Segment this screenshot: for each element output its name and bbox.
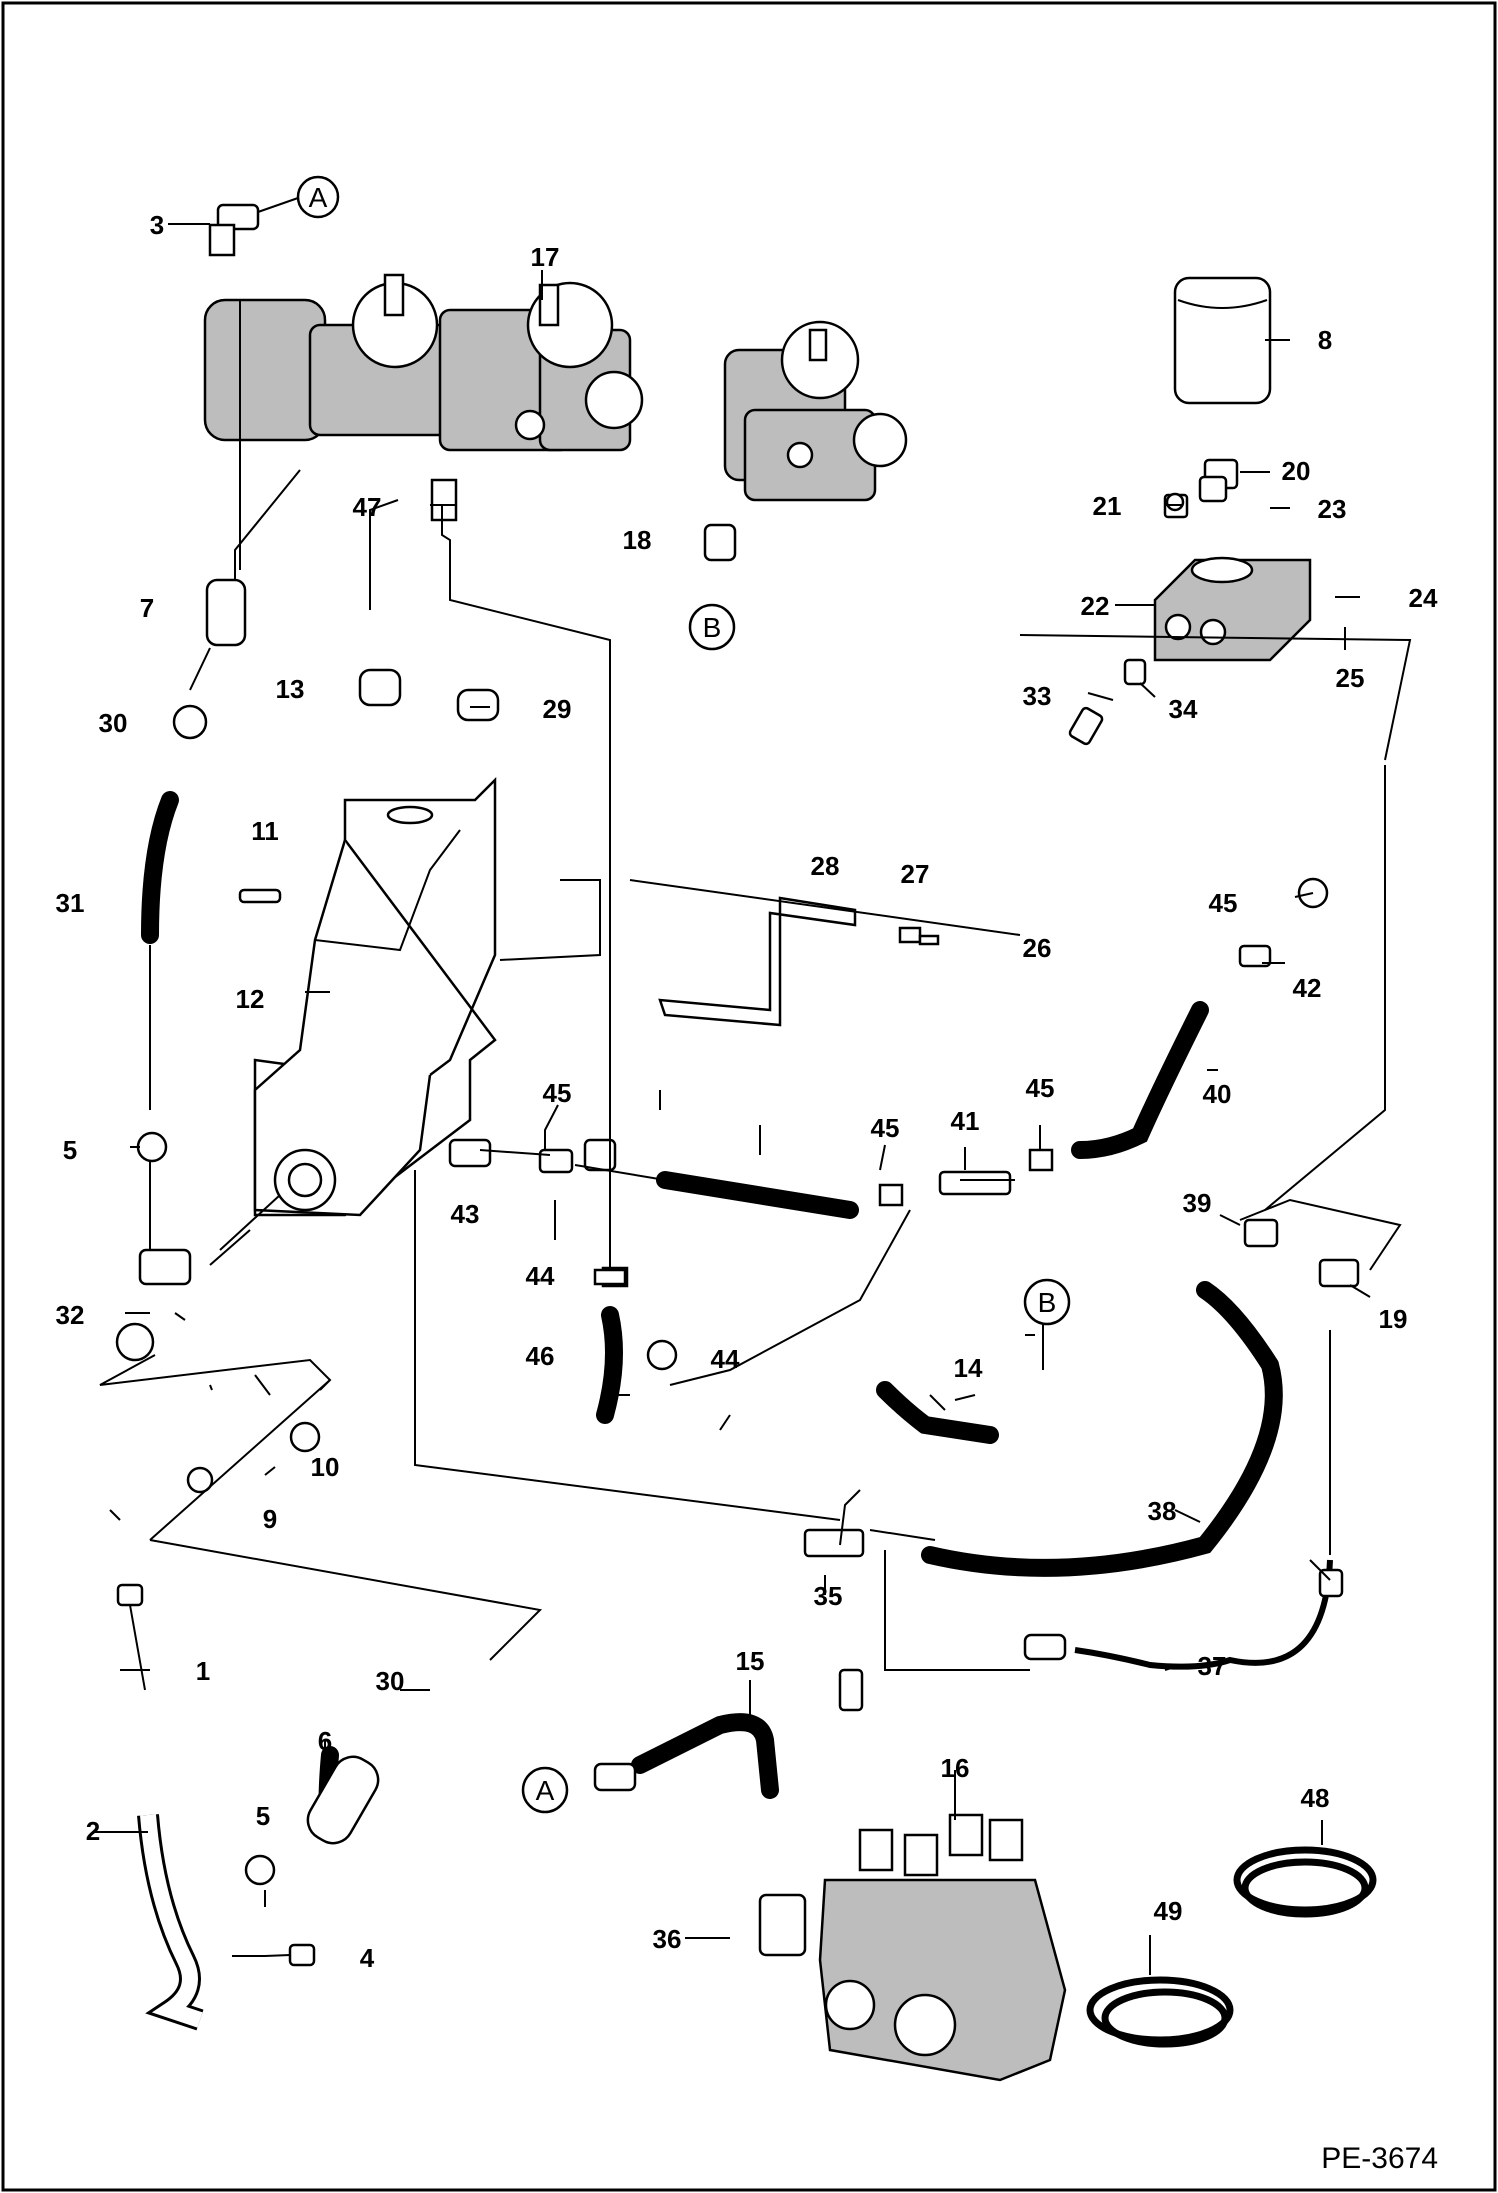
part-label-45a: 45 [543,1078,572,1108]
fittings [115,203,1360,1967]
part-label-33: 33 [1023,681,1052,711]
ref-a-valve-text: A [536,1775,555,1806]
part-label-44b: 44 [711,1344,740,1374]
part-label-6: 6 [318,1726,332,1756]
part-label-45c: 45 [1026,1073,1055,1103]
coiled-hoses [1086,1846,1377,2048]
part-label-27: 27 [901,859,930,889]
part-label-24: 24 [1409,583,1438,613]
part-label-8: 8 [1318,325,1332,355]
part-label-45b: 45 [871,1113,900,1143]
drawing-code: PE-3674 [1321,2142,1438,2175]
part-label-34: 34 [1169,694,1198,724]
part-label-49: 49 [1154,1896,1183,1926]
part-label-13: 13 [276,674,305,704]
part-label-9: 9 [263,1504,277,1534]
tandem-pump [203,273,644,452]
part-label-5b: 5 [256,1801,270,1831]
part-label-18: 18 [623,525,652,555]
part-label-30a: 30 [99,708,128,738]
part-label-17: 17 [531,242,560,272]
bracket [658,896,857,1027]
part-label-10: 10 [311,1452,340,1482]
ref-b-hose-text: B [1038,1287,1057,1318]
ref-a-top-text: A [309,182,328,213]
part-label-42: 42 [1293,973,1322,1003]
ref-b-pump-text: B [703,612,722,643]
part-label-3: 3 [150,210,164,240]
part-label-36: 36 [653,1924,682,1954]
part-label-38: 38 [1148,1496,1177,1526]
part-label-20: 20 [1282,456,1311,486]
ref-circle-b-pump: B [688,603,736,651]
part-label-7: 7 [140,593,154,623]
part-label-28: 28 [811,851,840,881]
part-labels: 1 2 3 4 5 5 6 7 8 9 10 11 12 13 14 15 16… [56,210,1438,1973]
part-label-22: 22 [1081,591,1110,621]
part-label-23: 23 [1318,494,1347,524]
part-label-31: 31 [56,888,85,918]
ref-circle-a-valve: A [521,1766,569,1814]
part-label-12: 12 [236,984,265,1014]
hydraulic-tank [253,776,497,1217]
control-valve [758,1813,1067,2082]
part-label-41: 41 [951,1106,980,1136]
reference-markers: A B A B [296,175,1071,1814]
hoses [141,791,1333,1844]
part-label-30b: 30 [376,1666,405,1696]
ref-circle-b-hose: B [1023,1278,1071,1326]
part-label-46: 46 [526,1341,555,1371]
part-label-29: 29 [543,694,572,724]
filter-assembly [1153,276,1312,662]
part-label-39: 39 [1183,1188,1212,1218]
part-label-16: 16 [941,1753,970,1783]
leader-lines [95,197,1412,1975]
part-label-44a: 44 [526,1261,555,1291]
ref-circle-a-top: A [296,175,340,219]
part-label-26: 26 [1023,933,1052,963]
part-label-32: 32 [56,1300,85,1330]
part-label-5a: 5 [63,1135,77,1165]
part-label-21: 21 [1093,491,1122,521]
part-label-4: 4 [360,1943,375,1973]
part-label-2: 2 [86,1816,100,1846]
part-label-35: 35 [814,1581,843,1611]
part-label-1: 1 [196,1656,210,1686]
part-label-47: 47 [353,492,382,522]
part-label-15: 15 [736,1646,765,1676]
part-label-43: 43 [451,1199,480,1229]
part-label-14: 14 [954,1353,983,1383]
part-label-40: 40 [1203,1079,1232,1109]
part-label-25: 25 [1336,663,1365,693]
part-label-37: 37 [1198,1651,1227,1681]
part-label-11: 11 [251,816,279,846]
part-label-19: 19 [1379,1304,1408,1334]
single-pump [723,320,908,502]
dipstick-and-filler [116,1583,380,2031]
part-label-48: 48 [1301,1783,1330,1813]
part-label-45d: 45 [1209,888,1238,918]
